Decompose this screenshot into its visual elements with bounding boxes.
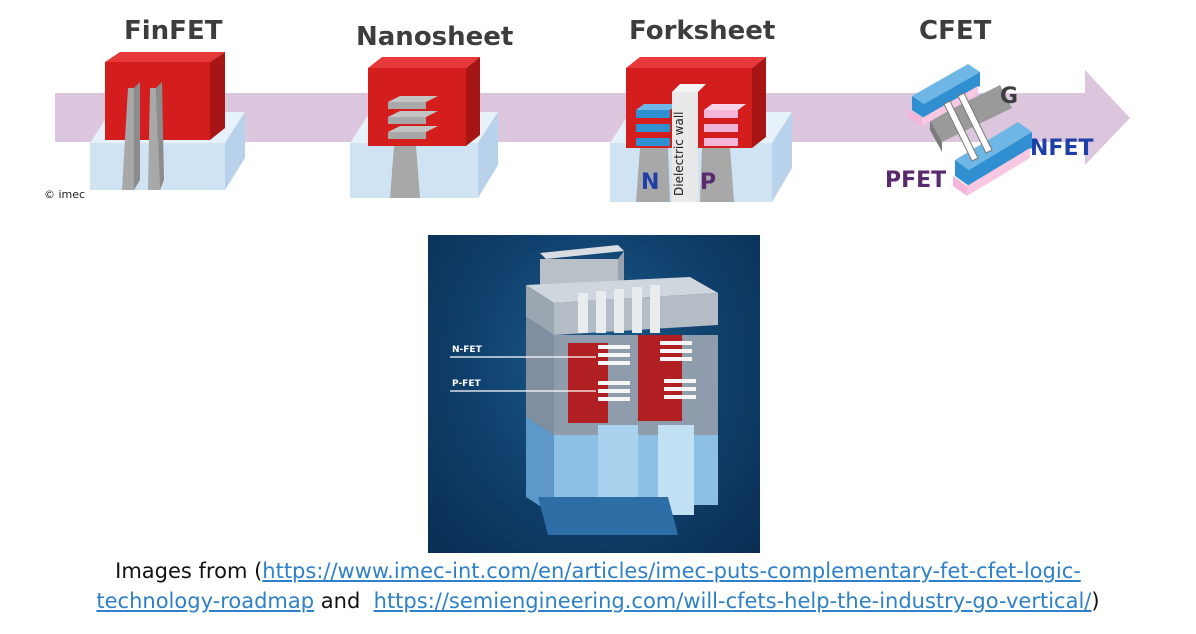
dielectric-wall-label: Dielectric wall [672,111,686,197]
cfet-3d-structure [450,245,718,535]
finfet-device [90,52,245,190]
roadmap-arrow [55,70,1130,165]
stage-title-forksheet: Forksheet [629,16,776,46]
stage-title-cfet: CFET [919,16,992,46]
forksheet-device [610,57,792,202]
stage-title-nanosheet: Nanosheet [356,22,514,52]
caption-prefix: Images from ( [115,559,263,583]
cfet-3d-rendering: N-FET P-FET [428,235,760,553]
cfet-pfet-label: PFET [885,168,947,193]
stage-title-finfet: FinFET [124,16,223,46]
caption: Images from (https://www.imec-int.com/en… [0,556,1196,616]
caption-link-imec[interactable]: https://www.imec-int.com/en/articles/ime… [262,559,1081,583]
forksheet-n-label: N [641,170,660,195]
forksheet-p-label: P [700,170,717,195]
cfet-nfet-label: NFET [1030,136,1094,161]
roadmap-illustration [55,52,1130,202]
copyright-text: © imec [44,188,86,201]
cfet-device [908,64,1032,196]
caption-link-semiengineering[interactable]: https://semiengineering.com/will-cfets-h… [373,589,1092,613]
cfet-gate-label: G [1000,84,1019,109]
caption-middle: and [314,589,374,613]
caption-link-imec-continued[interactable]: technology-roadmap [96,589,315,613]
photo-nfet-label: N-FET [452,345,482,355]
nanosheet-device [350,57,498,198]
photo-pfet-label: P-FET [452,379,481,389]
caption-suffix: ) [1091,589,1100,613]
